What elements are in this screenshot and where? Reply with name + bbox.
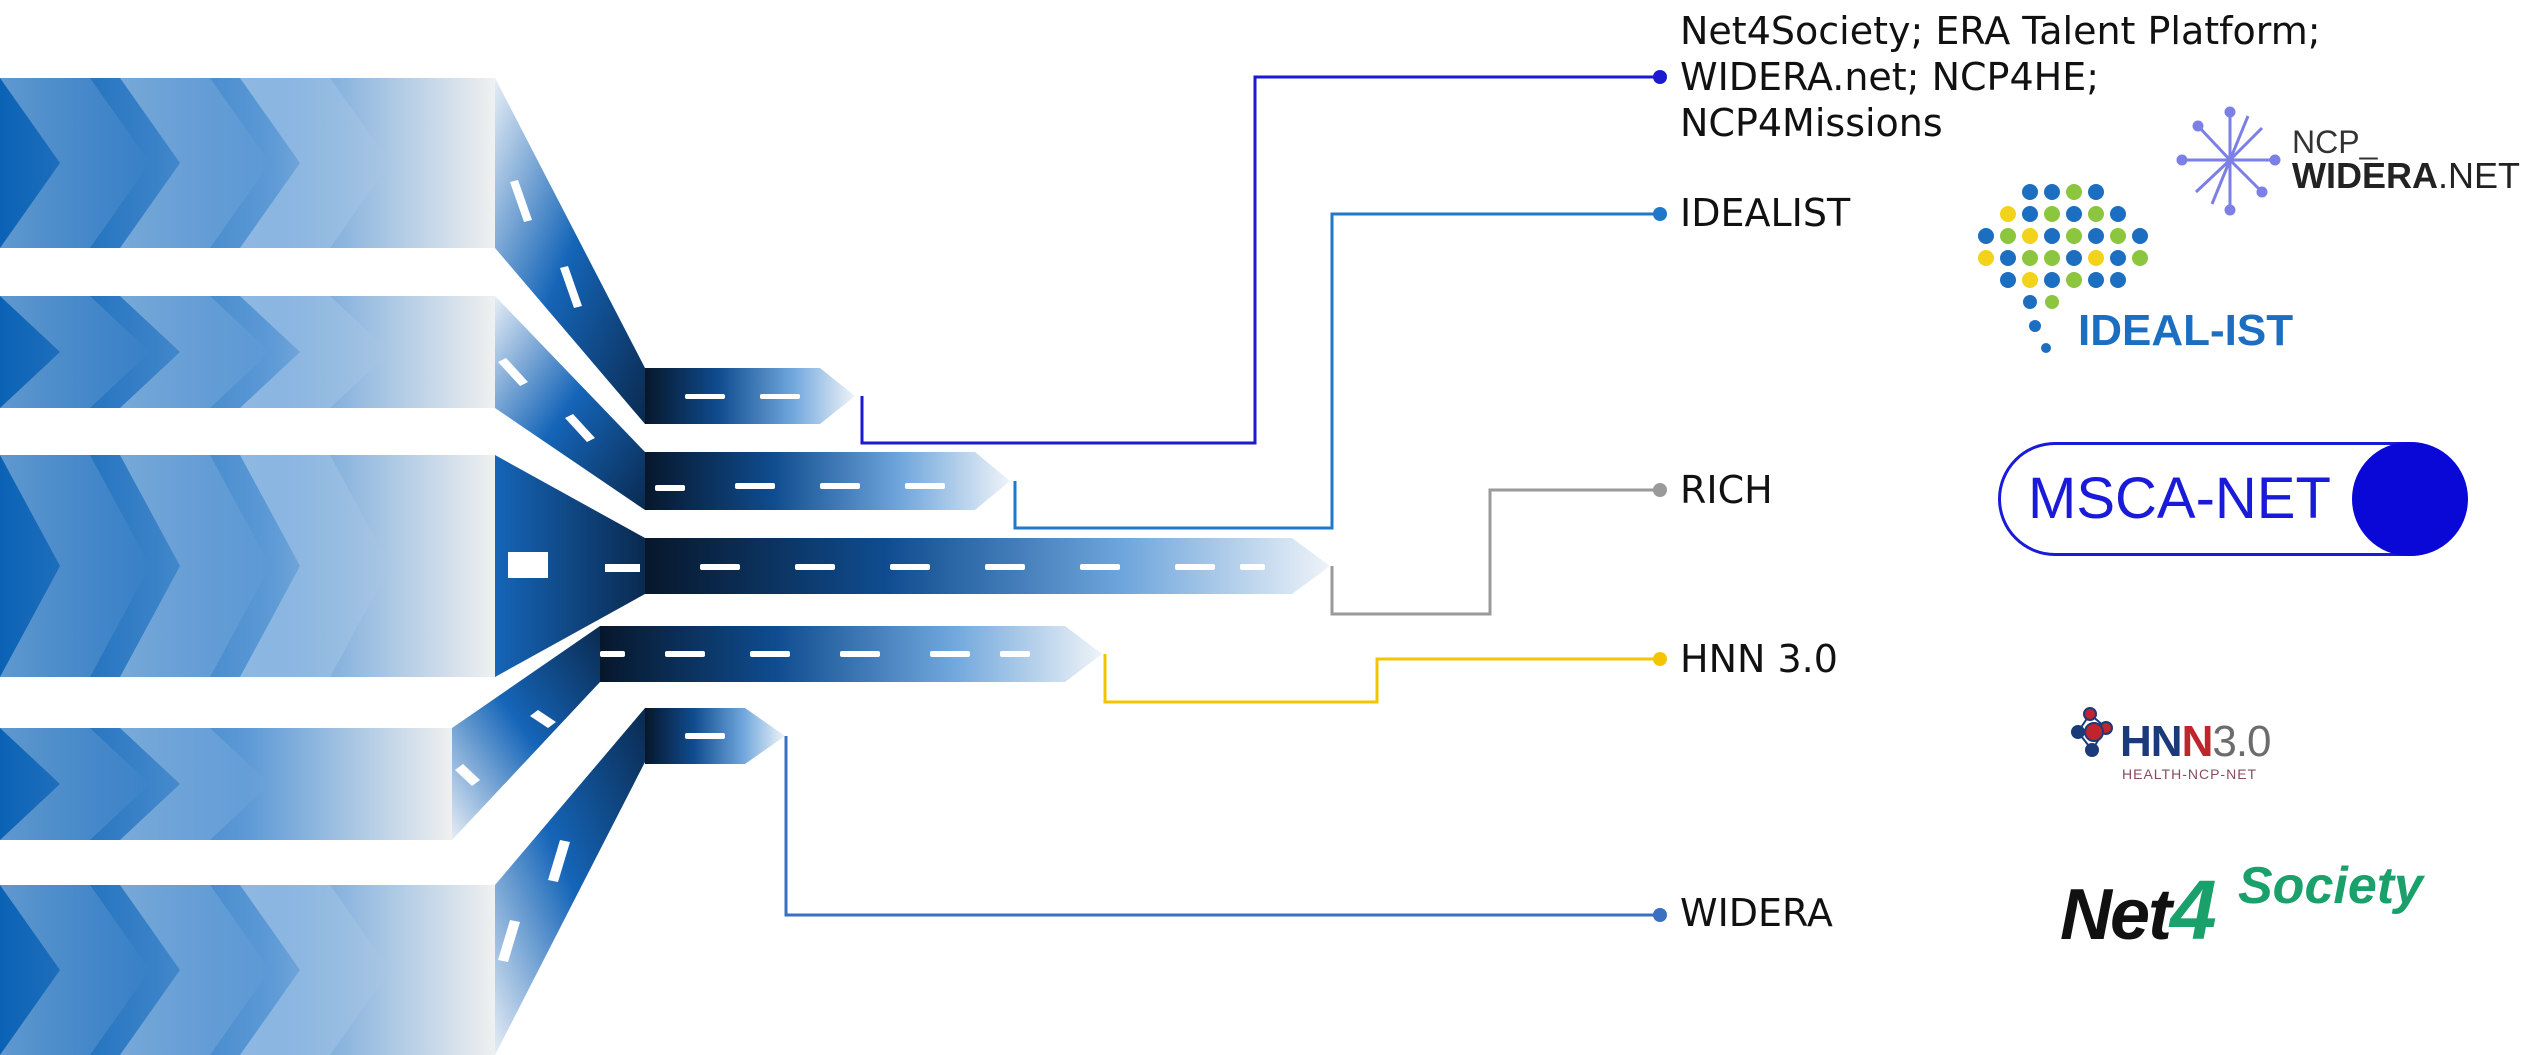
ideal-ist-dots-icon xyxy=(1978,184,2148,353)
funnel-connectors xyxy=(452,78,645,1055)
ncp-widera-logo-small: NCP_ xyxy=(2292,124,2378,160)
label-rich: RICH xyxy=(1680,468,1773,512)
road-arrow xyxy=(645,368,855,424)
ncp-widera-logo: WIDERA.NET xyxy=(2292,157,2520,195)
road-arrow xyxy=(645,452,1010,510)
chevron-pattern xyxy=(0,78,390,1055)
funnel-connector xyxy=(495,296,645,510)
line-net4society xyxy=(860,75,1660,445)
ncp-widera-logo-bold: WIDERA xyxy=(2292,155,2438,196)
net4society-logo: Net4 xyxy=(2060,868,2217,955)
funnel-connector xyxy=(495,78,645,424)
line-hnn xyxy=(1103,654,1660,704)
dot-idealist xyxy=(1653,207,1667,221)
hnn-logo-subtitle: HEALTH-NCP-NET xyxy=(2122,766,2258,782)
funnel-connector xyxy=(452,626,600,840)
dot-widera xyxy=(1653,908,1667,922)
hnn-logo-version: 3.0 xyxy=(2212,717,2271,766)
lane-marks xyxy=(455,180,640,962)
net4society-logo-net: Net xyxy=(2060,875,2172,955)
dot-hnn xyxy=(1653,652,1667,666)
dot-net4society xyxy=(1653,70,1667,84)
dot-rich xyxy=(1653,483,1667,497)
connector-dots xyxy=(1653,70,1667,922)
ncp-widera-logo-rest: .NET xyxy=(2438,155,2521,196)
label-widera: WIDERA xyxy=(1680,891,1833,935)
net4society-logo-society: Society xyxy=(2238,857,2423,915)
label-net4society-group: Net4Society; ERA Talent Platform; WIDERA… xyxy=(1680,9,2321,145)
hnn-logo-hn: HN xyxy=(2120,717,2183,766)
hnn-molecule-icon xyxy=(2071,707,2113,757)
input-blocks xyxy=(0,78,495,1055)
ideal-ist-logo: IDEAL-IST xyxy=(2078,306,2294,355)
label-idealist: IDEALIST xyxy=(1680,191,1851,235)
funnel-connector xyxy=(495,455,645,677)
line-idealist xyxy=(1013,212,1660,530)
line-widera xyxy=(784,736,1660,917)
msca-net-logo-text: MSCA-NET xyxy=(2028,466,2331,531)
line-rich xyxy=(1330,488,1660,616)
ncp-widera-starburst-icon xyxy=(2176,106,2281,216)
funnel-connector xyxy=(495,708,645,1055)
label-hnn: HNN 3.0 xyxy=(1680,637,1838,681)
road-dashes xyxy=(600,394,1265,739)
msca-net-logo-dot xyxy=(2352,442,2468,556)
hnn-logo: HNN3.0 xyxy=(2120,717,2272,766)
roads xyxy=(600,368,1330,764)
net4society-logo-four: 4 xyxy=(2170,863,2217,957)
hnn-logo-n: N xyxy=(2181,717,2214,766)
connector-lines xyxy=(784,75,1660,917)
